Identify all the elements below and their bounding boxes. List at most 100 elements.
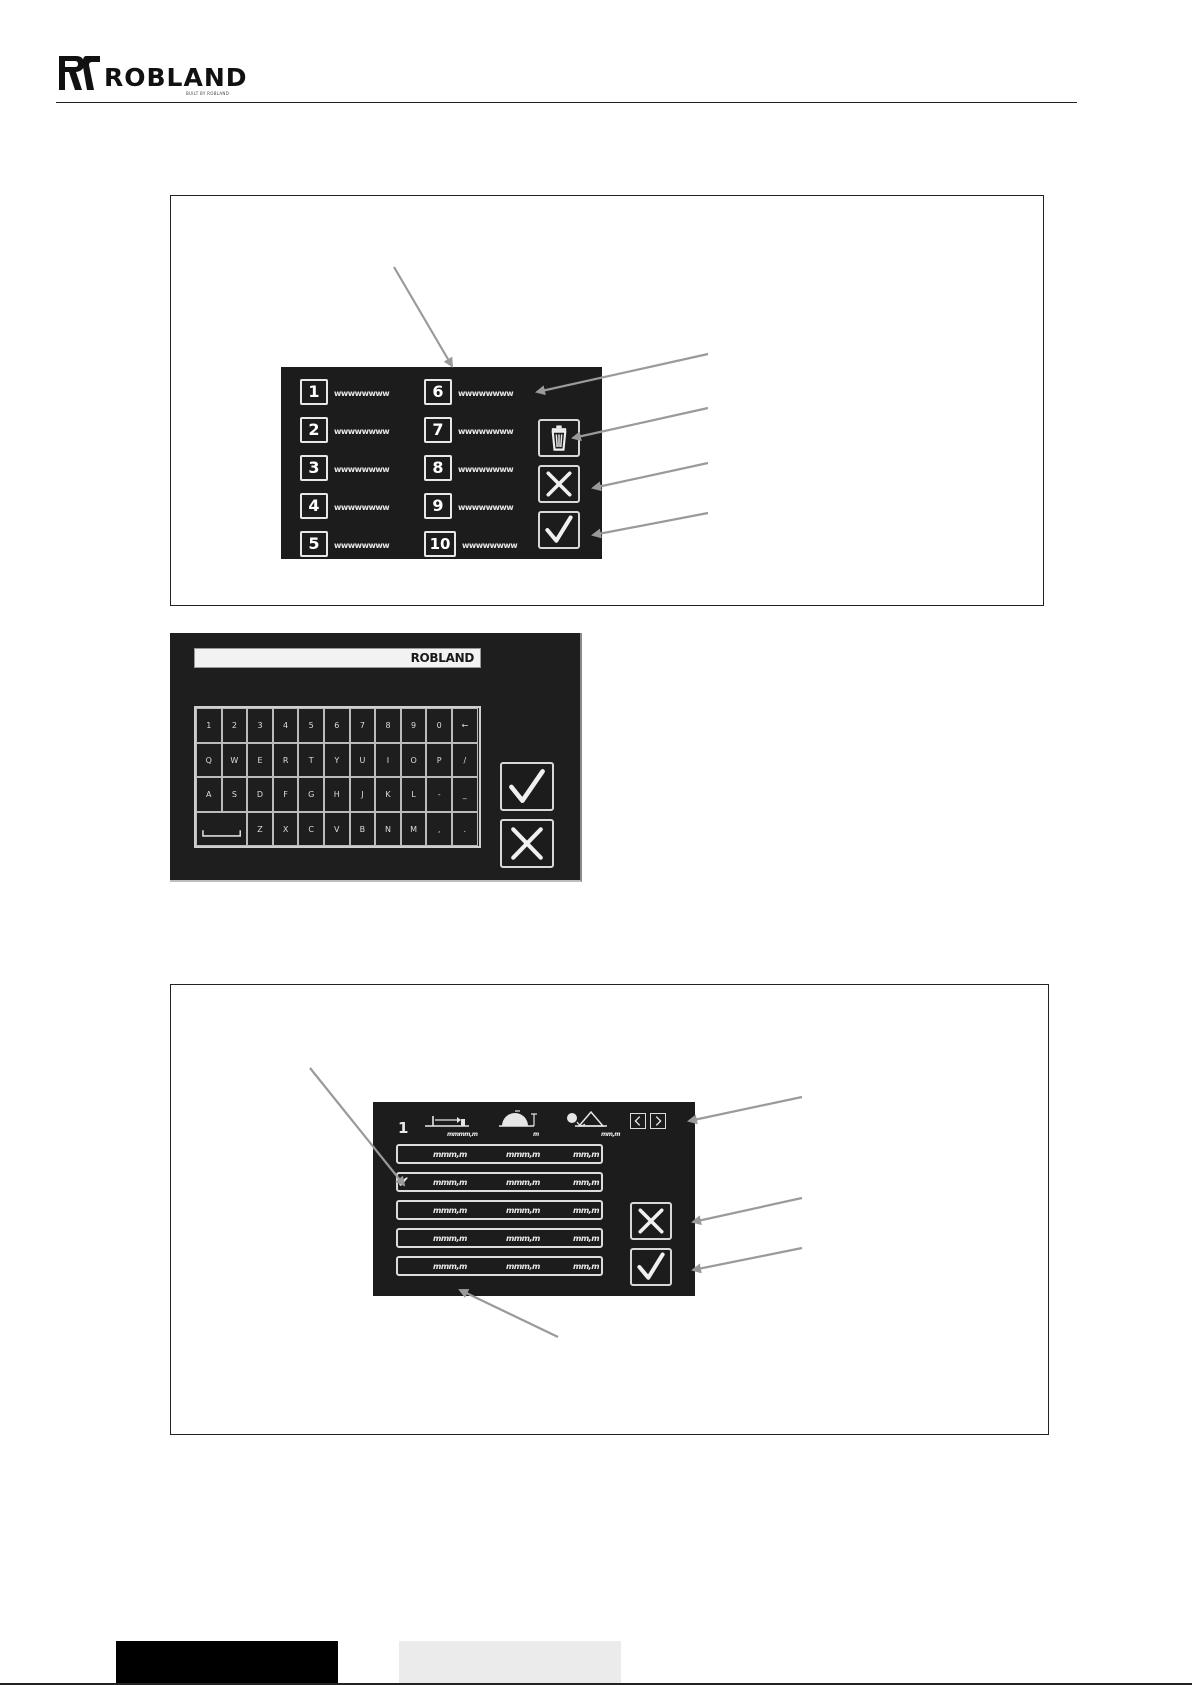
angle-unit-label: mm,m bbox=[601, 1131, 621, 1138]
key[interactable]: F bbox=[272, 777, 299, 812]
position-row[interactable] bbox=[396, 1200, 603, 1220]
cancel-button[interactable] bbox=[538, 465, 580, 503]
program-name: wwwwwwww bbox=[334, 389, 390, 398]
key[interactable]: / bbox=[452, 742, 478, 777]
key[interactable]: C bbox=[298, 811, 324, 846]
key[interactable]: . bbox=[452, 811, 478, 846]
key[interactable]: E bbox=[247, 742, 273, 777]
program-name: wwwwwwww bbox=[334, 465, 390, 474]
key[interactable]: 6 bbox=[324, 708, 350, 743]
row-value: mm,m bbox=[573, 1150, 600, 1159]
program-slot-4[interactable]: 4 bbox=[300, 493, 328, 519]
key[interactable]: O bbox=[400, 742, 427, 777]
row-value: mmm,m bbox=[433, 1206, 467, 1215]
key[interactable]: M bbox=[400, 811, 427, 846]
saw-height-column-icon bbox=[499, 1110, 537, 1127]
program-name: wwwwwwww bbox=[458, 389, 514, 398]
program-list-screen: 1 wwwwwwww 2 wwwwwwww 3 wwwwwwww 4 wwwwwwww 5 www… bbox=[281, 367, 602, 559]
length-unit-label: mmmm,m bbox=[447, 1131, 478, 1138]
program-slot-1[interactable]: 1 bbox=[300, 379, 328, 405]
arrow-left-icon bbox=[634, 1116, 641, 1126]
key[interactable]: H bbox=[324, 777, 350, 812]
row-value: mmm,m bbox=[506, 1206, 540, 1215]
keyboard-cancel-button[interactable] bbox=[500, 819, 554, 868]
check-icon bbox=[509, 769, 545, 804]
position-row[interactable] bbox=[396, 1172, 603, 1192]
key[interactable]: S bbox=[221, 777, 248, 812]
program-name: wwwwwwww bbox=[334, 427, 390, 436]
program-slot-10[interactable]: 10 bbox=[424, 531, 456, 557]
key[interactable]: 2 bbox=[221, 708, 248, 743]
program-slot-2[interactable]: 2 bbox=[300, 417, 328, 443]
length-column-icon bbox=[425, 1116, 469, 1127]
key[interactable]: Y bbox=[324, 742, 350, 777]
key[interactable]: J bbox=[349, 777, 376, 812]
row-value: mm,m bbox=[573, 1206, 600, 1215]
prev-page-button[interactable] bbox=[630, 1113, 646, 1129]
footer-rule bbox=[0, 1683, 1192, 1685]
position-row[interactable] bbox=[396, 1256, 603, 1276]
key[interactable]: X bbox=[272, 811, 299, 846]
next-page-button[interactable] bbox=[650, 1113, 666, 1129]
keyboard-confirm-button[interactable] bbox=[500, 762, 554, 811]
key[interactable]: , bbox=[426, 811, 452, 846]
key[interactable]: 1 bbox=[196, 708, 222, 743]
key[interactable]: 0 bbox=[426, 708, 452, 743]
key[interactable]: L bbox=[400, 777, 427, 812]
position-cancel-button[interactable] bbox=[630, 1202, 672, 1240]
key[interactable]: U bbox=[349, 742, 376, 777]
key[interactable]: 9 bbox=[400, 708, 427, 743]
key[interactable]: G bbox=[298, 777, 324, 812]
program-slot-9[interactable]: 9 bbox=[424, 493, 452, 519]
key[interactable]: _ bbox=[452, 777, 478, 812]
key[interactable]: 7 bbox=[349, 708, 376, 743]
key[interactable]: T bbox=[298, 742, 324, 777]
delete-button[interactable] bbox=[538, 419, 580, 457]
key[interactable]: Z bbox=[247, 811, 273, 846]
key[interactable]: 5 bbox=[298, 708, 324, 743]
key[interactable]: P bbox=[426, 742, 452, 777]
key[interactable]: D bbox=[247, 777, 273, 812]
position-row[interactable] bbox=[396, 1228, 603, 1248]
program-slot-6[interactable]: 6 bbox=[424, 379, 452, 405]
key[interactable]: W bbox=[221, 742, 248, 777]
position-confirm-button[interactable] bbox=[630, 1248, 672, 1286]
key[interactable]: ← bbox=[452, 708, 478, 743]
confirm-button[interactable] bbox=[538, 511, 580, 549]
space-key[interactable] bbox=[196, 811, 248, 846]
close-icon bbox=[546, 471, 572, 497]
robland-logo-mark bbox=[59, 56, 100, 90]
key[interactable]: B bbox=[349, 811, 376, 846]
program-name: wwwwwwww bbox=[458, 427, 514, 436]
program-slot-7[interactable]: 7 bbox=[424, 417, 452, 443]
key[interactable]: V bbox=[324, 811, 350, 846]
close-icon bbox=[511, 827, 543, 860]
name-input[interactable]: ROBLAND bbox=[194, 648, 481, 668]
key[interactable]: 3 bbox=[247, 708, 273, 743]
program-slot-3[interactable]: 3 bbox=[300, 455, 328, 481]
key[interactable]: R bbox=[272, 742, 299, 777]
row-value: mmm,m bbox=[433, 1234, 467, 1243]
angle-column-icon bbox=[567, 1110, 607, 1127]
arrow-right-icon bbox=[655, 1116, 662, 1126]
brand-tagline: BUILT BY ROBLAND bbox=[186, 91, 230, 96]
row-value: mmm,m bbox=[506, 1262, 540, 1271]
program-name: wwwwwwww bbox=[334, 503, 390, 512]
check-icon bbox=[637, 1252, 665, 1280]
check-icon bbox=[545, 515, 573, 543]
program-slot-5[interactable]: 5 bbox=[300, 531, 328, 557]
key[interactable]: - bbox=[426, 777, 452, 812]
key[interactable]: Q bbox=[196, 742, 222, 777]
program-slot-8[interactable]: 8 bbox=[424, 455, 452, 481]
key[interactable]: N bbox=[375, 811, 401, 846]
brand-name: ROBLAND bbox=[104, 63, 248, 92]
trash-icon bbox=[551, 425, 567, 451]
key[interactable]: 8 bbox=[375, 708, 401, 743]
key[interactable]: A bbox=[196, 777, 222, 812]
position-row[interactable] bbox=[396, 1144, 603, 1164]
key[interactable]: I bbox=[375, 742, 401, 777]
key[interactable]: 4 bbox=[272, 708, 299, 743]
key[interactable]: K bbox=[375, 777, 401, 812]
row-value: mmm,m bbox=[506, 1150, 540, 1159]
